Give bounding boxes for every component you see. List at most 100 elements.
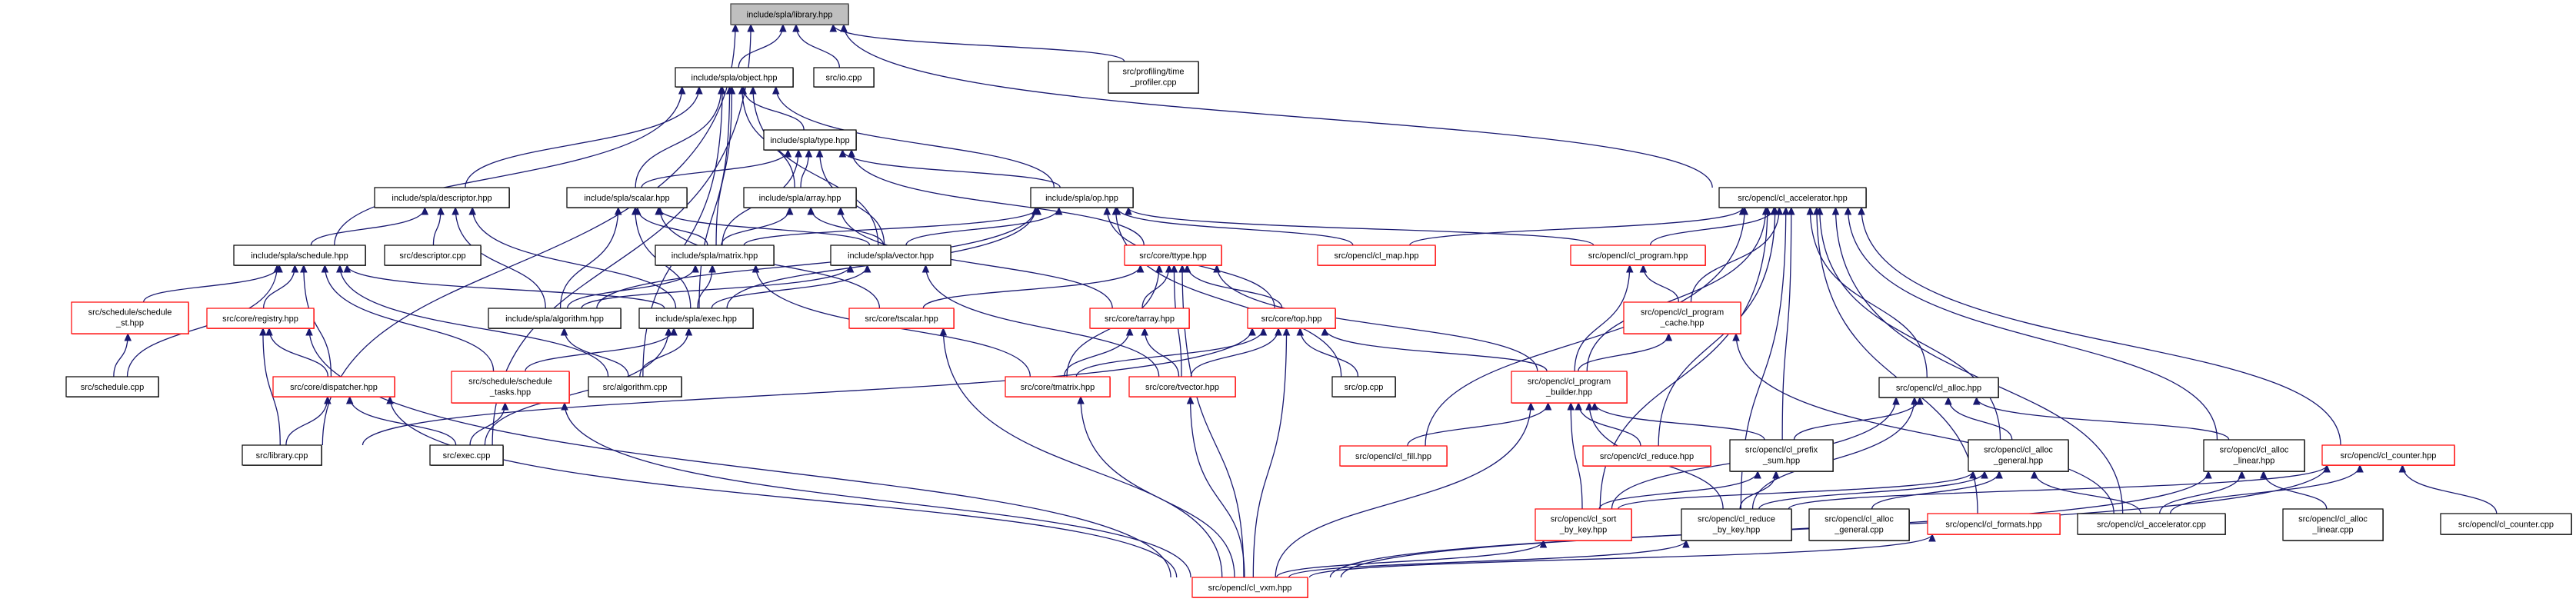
graph-node-array-hpp[interactable]: include/spla/array.hpp <box>743 187 857 208</box>
node-label: include/spla/algorithm.hpp <box>505 314 604 324</box>
arrowhead-icon <box>1844 206 1852 215</box>
graph-node-schedule-hpp[interactable]: include/spla/schedule.hpp <box>233 244 366 266</box>
graph-node-tmatrix-hpp[interactable]: src/core/tmatrix.hpp <box>1005 376 1111 397</box>
graph-node-scalar-hpp[interactable]: include/spla/scalar.hpp <box>566 187 688 208</box>
graph-node-vector-hpp[interactable]: include/spla/vector.hpp <box>830 244 951 266</box>
arrowhead-icon <box>678 85 686 95</box>
node-label: src/opencl/cl_counter.hpp <box>2341 451 2437 461</box>
graph-node-time-profiler-cpp[interactable]: src/profiling/time_profiler.cpp <box>1108 61 1199 94</box>
graph-node-cl-prefix-sum-hpp[interactable]: src/opencl/cl_prefix_sum.hpp <box>1729 439 1834 472</box>
graph-node-type-hpp[interactable]: include/spla/type.hpp <box>763 129 857 151</box>
graph-node-cl-program-builder-hpp[interactable]: src/opencl/cl_program_builder.hpp <box>1511 371 1628 404</box>
graph-node-tarray-hpp[interactable]: src/core/tarray.hpp <box>1089 308 1190 329</box>
dependency-edge <box>1690 207 1780 303</box>
graph-node-cl-alloc-general-hpp[interactable]: src/opencl/cl_alloc_general.hpp <box>1968 439 2069 472</box>
node-label: src/library.cpp <box>256 451 308 461</box>
arrowhead-icon <box>815 148 824 158</box>
graph-node-cl-fill-hpp[interactable]: src/opencl/cl_fill.hpp <box>1339 445 1448 467</box>
arrowhead-icon <box>1103 206 1111 215</box>
graph-node-cl-program-cache-hpp[interactable]: src/opencl/cl_program_cache.hpp <box>1623 301 1741 334</box>
graph-node-ttype-hpp[interactable]: src/core/ttype.hpp <box>1124 244 1222 266</box>
arrowhead-icon <box>1125 206 1132 215</box>
dependency-edge <box>339 264 609 377</box>
graph-node-library-hpp[interactable]: include/spla/library.hpp <box>730 3 849 25</box>
graph-node-descriptor-cpp[interactable]: src/descriptor.cpp <box>384 244 482 266</box>
graph-node-algorithm-cpp[interactable]: src/algorithm.cpp <box>588 376 682 397</box>
dependency-edge <box>922 264 1141 309</box>
dependency-edge <box>2159 471 2243 514</box>
graph-node-op-cpp[interactable]: src/op.cpp <box>1331 376 1396 397</box>
node-label: src/core/top.hpp <box>1261 314 1322 324</box>
graph-node-cl-alloc-general-cpp[interactable]: src/opencl/cl_alloc_general.cpp <box>1808 508 1910 541</box>
graph-node-cl-vxm-hpp[interactable]: src/opencl/cl_vxm.hpp <box>1191 577 1308 598</box>
node-box <box>1968 439 2069 472</box>
graph-node-cl-sort-by-key-hpp[interactable]: src/opencl/cl_sort_by_key.hpp <box>1535 508 1632 541</box>
graph-node-schedule-cpp[interactable]: src/schedule.cpp <box>65 376 159 397</box>
graph-node-dispatcher-hpp[interactable]: src/core/dispatcher.hpp <box>272 376 395 397</box>
graph-node-cl-alloc-linear-hpp[interactable]: src/opencl/cl_alloc_linear.hpp <box>2203 439 2305 472</box>
graph-node-library-cpp[interactable]: src/library.cpp <box>242 444 322 466</box>
graph-node-cl-reduce-hpp[interactable]: src/opencl/cl_reduce.hpp <box>1582 445 1711 467</box>
arrowhead-icon <box>437 206 445 215</box>
dependency-edge <box>525 328 675 372</box>
graph-node-matrix-hpp[interactable]: include/spla/matrix.hpp <box>655 244 775 266</box>
arrowhead-icon <box>1771 206 1779 215</box>
arrowhead-icon <box>656 206 664 215</box>
graph-node-schedule-tasks-hpp[interactable]: src/schedule/schedule_tasks.hpp <box>451 371 570 404</box>
graph-node-cl-map-hpp[interactable]: src/opencl/cl_map.hpp <box>1317 244 1436 266</box>
dependency-edge <box>1276 540 1545 578</box>
graph-node-op-hpp[interactable]: include/spla/op.hpp <box>1030 187 1134 208</box>
arrowhead-icon <box>336 264 344 273</box>
arrowhead-icon <box>939 327 948 336</box>
dependency-edge <box>1275 402 1531 578</box>
graph-node-algorithm-hpp[interactable]: include/spla/algorithm.hpp <box>488 308 622 329</box>
node-box <box>206 308 315 329</box>
dependency-edge <box>1819 207 2001 441</box>
arrowhead-icon <box>738 85 746 95</box>
graph-node-cl-counter-hpp[interactable]: src/opencl/cl_counter.hpp <box>2321 444 2455 466</box>
node-label: src/opencl/cl_program <box>1528 377 1611 387</box>
graph-node-top-hpp[interactable]: src/core/top.hpp <box>1247 308 1336 329</box>
arrowhead-icon <box>1772 470 1780 479</box>
node-box <box>638 308 754 329</box>
arrowhead-icon <box>468 206 476 215</box>
graph-node-registry-hpp[interactable]: src/core/registry.hpp <box>206 308 315 329</box>
graph-node-cl-accelerator-cpp[interactable]: src/opencl/cl_accelerator.cpp <box>2077 513 2226 535</box>
arrowhead-icon <box>2204 470 2212 479</box>
graph-node-tvector-hpp[interactable]: src/core/tvector.hpp <box>1128 376 1236 397</box>
node-label: _general.hpp <box>1993 457 2043 466</box>
arrowhead-icon <box>1165 264 1173 273</box>
graph-node-object-hpp[interactable]: include/spla/object.hpp <box>675 67 794 88</box>
node-label: include/spla/descriptor.hpp <box>392 194 492 203</box>
graph-node-cl-accelerator-hpp[interactable]: src/opencl/cl_accelerator.hpp <box>1718 187 1867 208</box>
node-label: src/profiling/time <box>1122 68 1184 77</box>
graph-node-exec-hpp[interactable]: include/spla/exec.hpp <box>638 308 754 329</box>
graph-node-cl-formats-hpp[interactable]: src/opencl/cl_formats.hpp <box>1927 513 2061 535</box>
arrowhead-icon <box>265 327 273 336</box>
graph-node-tscalar-hpp[interactable]: src/core/tscalar.hpp <box>848 308 955 329</box>
node-label: _sum.hpp <box>1762 457 1800 466</box>
dependency-edge <box>1075 328 1265 377</box>
node-box <box>1030 187 1134 208</box>
dependency-edge <box>711 264 868 309</box>
graph-node-io-cpp[interactable]: src/io.cpp <box>813 67 875 88</box>
graph-node-cl-reduce-by-key-hpp[interactable]: src/opencl/cl_reduce_by_key.hpp <box>1681 508 1792 541</box>
graph-node-schedule-st-hpp[interactable]: src/schedule/schedule_st.hpp <box>71 301 189 334</box>
arrowhead-icon <box>1155 264 1163 273</box>
graph-node-exec-cpp[interactable]: src/exec.cpp <box>429 444 504 466</box>
dependency-edge <box>564 402 1191 578</box>
node-label: _tasks.hpp <box>489 388 531 397</box>
node-label: src/core/registry.hpp <box>222 314 298 324</box>
arrowhead-icon <box>1321 327 1329 336</box>
node-box <box>588 376 682 397</box>
graph-node-cl-alloc-linear-cpp[interactable]: src/opencl/cl_alloc_linear.cpp <box>2282 508 2384 541</box>
graph-node-cl-counter-cpp[interactable]: src/opencl/cl_counter.cpp <box>2440 513 2572 535</box>
dependency-edge <box>334 86 683 246</box>
graph-node-cl-alloc-hpp[interactable]: src/opencl/cl_alloc.hpp <box>1878 377 1999 398</box>
graph-node-cl-program-hpp[interactable]: src/opencl/cl_program.hpp <box>1570 244 1706 266</box>
node-label: _linear.cpp <box>2311 526 2353 535</box>
dependency-edge <box>832 24 1125 62</box>
graph-node-descriptor-hpp[interactable]: include/spla/descriptor.hpp <box>374 187 510 208</box>
arrowhead-icon <box>1764 206 1771 215</box>
dependency-edge <box>268 328 329 377</box>
